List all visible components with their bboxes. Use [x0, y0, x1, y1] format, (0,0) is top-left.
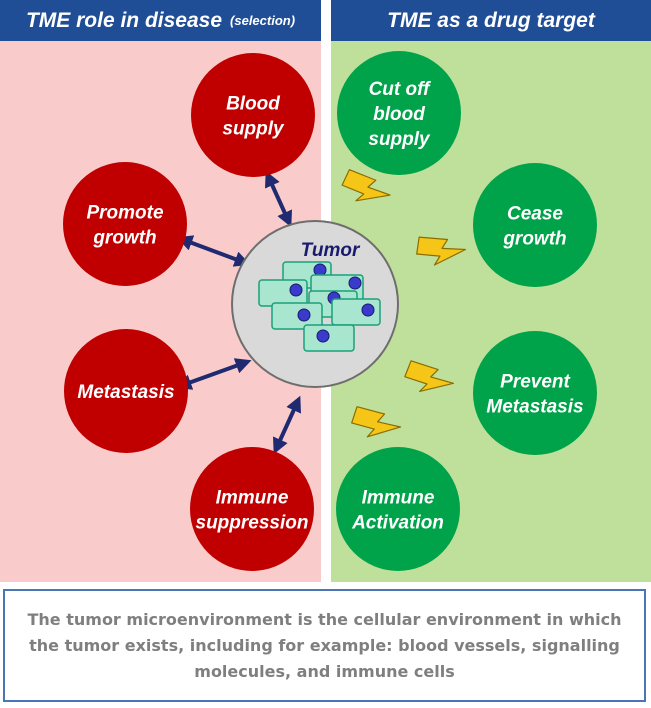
tumor-label: Tumor	[301, 240, 361, 261]
disease-label-line: Immune	[216, 488, 289, 509]
disease-header: TME role in disease (selection)	[0, 0, 321, 41]
caption-text: The tumor microenvironment is the cellul…	[27, 609, 622, 681]
target-label-line: growth	[502, 229, 566, 250]
target-circle-cut-off-blood-supply: Cut off blood supply	[337, 51, 461, 175]
interaction-arrow	[175, 358, 252, 390]
disease-label-line: supply	[222, 119, 285, 140]
disease-label-line: growth	[92, 228, 156, 249]
disease-label-line: Metastasis	[77, 382, 174, 403]
tumor-cell	[331, 298, 381, 326]
caption-box: The tumor microenvironment is the cellul…	[3, 589, 646, 702]
lightning-bolt-icon	[404, 360, 455, 393]
target-label-line: Cease	[507, 204, 563, 225]
target-label-line: Prevent	[500, 372, 570, 393]
target-label-line: Activation	[351, 513, 444, 534]
tumor-cell	[303, 324, 355, 352]
drug-target-header-title: TME as a drug target	[387, 8, 595, 32]
disease-label-line: Promote	[86, 203, 164, 224]
tumor-cell	[258, 279, 308, 307]
interaction-arrow	[273, 395, 301, 455]
disease-label-line: Blood	[226, 94, 280, 115]
drug-target-header: TME as a drug target	[331, 0, 651, 41]
tumor-cell	[271, 302, 323, 330]
disease-header-title: TME role in disease	[25, 8, 223, 32]
lightning-bolt-icon	[416, 236, 467, 266]
disease-circle-metastasis: Metastasis	[64, 329, 188, 453]
disease-circle-immune-suppression: Immune suppression	[190, 447, 314, 571]
disease-label-line: suppression	[196, 513, 309, 534]
disease-circle-promote-growth: Promote growth	[63, 162, 187, 286]
target-label-line: blood	[373, 104, 425, 125]
target-circle-cease-growth: Cease growth	[473, 163, 597, 287]
target-label-line: Metastasis	[486, 397, 583, 418]
lightning-bolt-icon	[351, 406, 402, 438]
disease-header-note: (selection)	[230, 13, 296, 28]
target-label-line: Cut off	[369, 79, 432, 100]
interaction-arrow	[265, 170, 292, 228]
interaction-arrow	[176, 235, 251, 267]
disease-circle-blood-supply: Blood supply	[191, 53, 315, 177]
lightning-bolt-icon	[341, 169, 391, 202]
target-label-line: Immune	[362, 488, 435, 509]
target-label-line: supply	[368, 129, 431, 150]
